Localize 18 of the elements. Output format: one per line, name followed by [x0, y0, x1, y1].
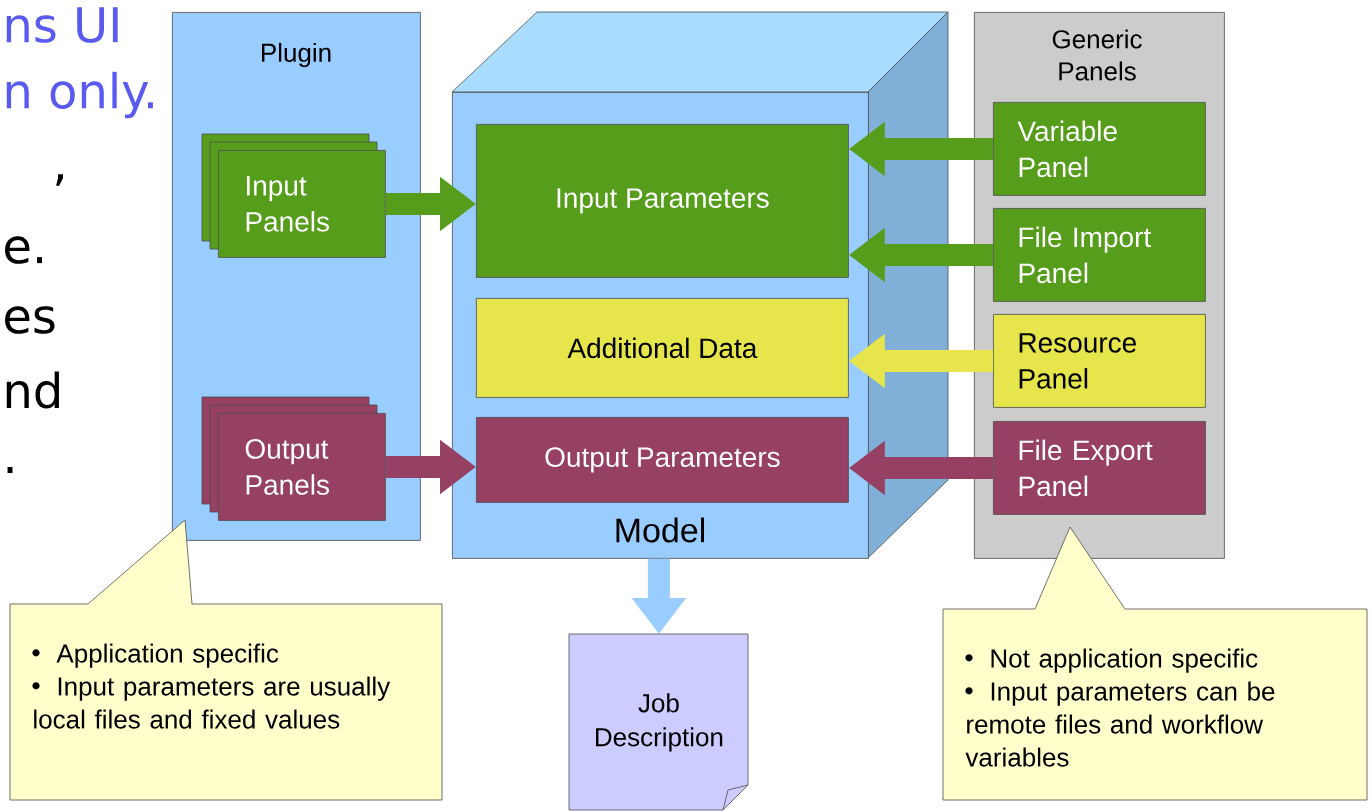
panel-box: File Export Panel	[993, 421, 1206, 515]
slide-text: .	[7, 467, 13, 473]
slide-text: ,	[56, 174, 63, 186]
panel-stack: Output Panels	[201, 396, 386, 521]
panel-stack: Input Panels	[201, 133, 386, 258]
data-box: Additional Data	[476, 298, 849, 398]
callout-box: Application specific Input parameters are usually local files and fixed values	[9, 519, 443, 801]
slide-text: n only.	[6, 71, 153, 119]
slide-text: ns UI	[6, 7, 118, 43]
slide-text: es	[5, 306, 55, 334]
callout-box: Not application specific Input parameters can be remote files and workflow variables	[942, 526, 1368, 801]
panel-box: Variable Panel	[993, 102, 1206, 196]
panel-box: File Import Panel	[993, 208, 1206, 302]
parameter-box: Output Parameters	[476, 417, 849, 503]
panel-box: Resource Panel	[993, 314, 1206, 408]
slide-text: e.	[5, 236, 42, 264]
parameter-box: Input Parameters	[476, 124, 849, 278]
slide-text: nd	[6, 371, 59, 409]
